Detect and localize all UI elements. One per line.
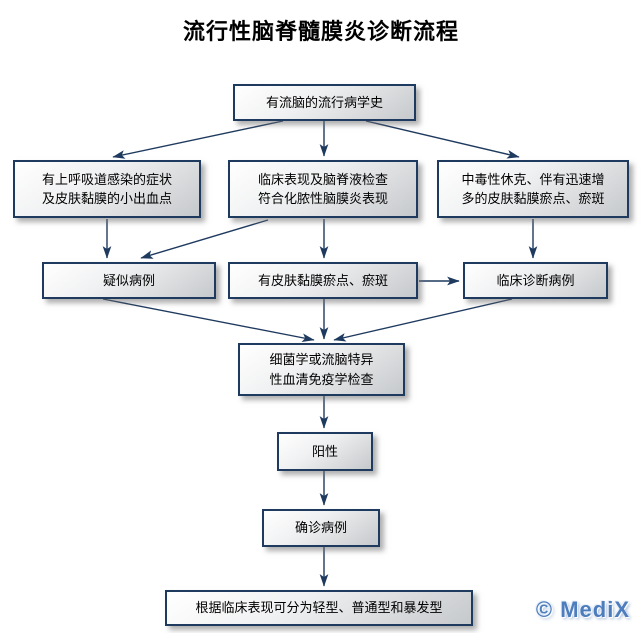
arrow-suspected-to-lab-test: [102, 298, 315, 342]
node-toxic-shock: 中毒性休克、伴有迅速增 多的皮肤黏膜瘀点、瘀斑: [437, 160, 629, 218]
page-title: 流行性脑脊髓膜炎诊断流程: [182, 19, 459, 44]
arrow-csf-to-suspected: [140, 219, 269, 259]
node-suspected-case: 疑似病例: [42, 262, 216, 299]
medix-watermark: © MediX: [535, 597, 630, 622]
node-lab-test: 细菌学或流脑特异 性血清免疫学检查: [238, 343, 405, 396]
node-confirmed-case: 确诊病例: [262, 509, 380, 547]
arrow-epidemiology-to-upper-respiratory: [112, 120, 284, 159]
node-classification: 根据临床表现可分为轻型、普通型和暴发型: [165, 590, 473, 626]
node-petechiae: 有皮肤黏膜瘀点、瘀斑: [228, 262, 418, 299]
node-positive-result: 阳性: [277, 432, 373, 471]
node-epidemiology: 有流脑的流行病学史: [233, 84, 416, 121]
node-upper-respiratory: 有上呼吸道感染的症状 及皮肤黏膜的小出血点: [13, 160, 201, 218]
node-clinical-diagnosis: 临床诊断病例: [463, 262, 608, 299]
arrow-clinical-diagnosis-to-lab-test: [333, 298, 513, 342]
node-csf-findings: 临床表现及脑脊液检查 符合化脓性脑膜炎表现: [228, 160, 418, 218]
arrow-epidemiology-to-toxic-shock: [365, 120, 520, 159]
